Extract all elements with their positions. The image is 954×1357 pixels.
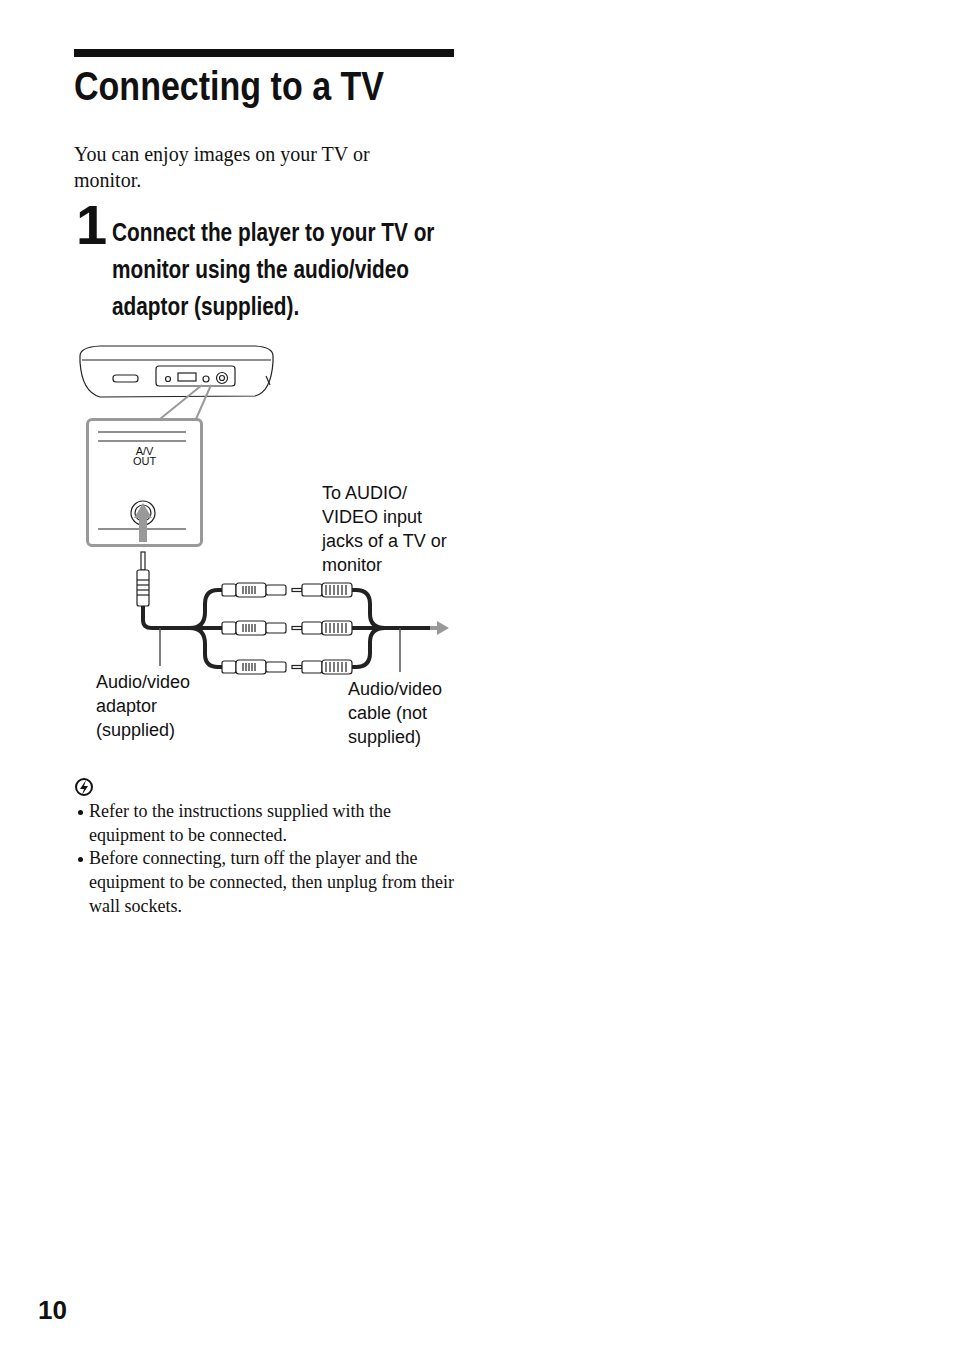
jack-sleeve bbox=[266, 623, 286, 633]
plug-rib bbox=[329, 585, 330, 595]
plug-rib bbox=[345, 623, 346, 633]
player-illustration bbox=[80, 346, 273, 397]
jack-rib bbox=[248, 624, 249, 632]
plug-body bbox=[322, 660, 352, 674]
plug-rib bbox=[345, 662, 346, 672]
plug-rib bbox=[341, 662, 342, 672]
jack-collar bbox=[222, 661, 236, 673]
jack-rib bbox=[248, 663, 249, 671]
jack-rib bbox=[242, 624, 243, 632]
callout-box: A/V OUT bbox=[86, 418, 203, 547]
bullet bbox=[78, 857, 83, 862]
plug-rib bbox=[329, 662, 330, 672]
jack-rib bbox=[245, 586, 246, 594]
page-title: Connecting to a TV bbox=[74, 62, 384, 110]
rca-jacks bbox=[222, 583, 286, 674]
jack-collar bbox=[222, 584, 236, 596]
title-rule bbox=[74, 49, 454, 57]
zoom-lines bbox=[160, 385, 211, 419]
jack-body bbox=[236, 583, 266, 597]
jack-collar bbox=[222, 622, 236, 634]
plug-body bbox=[322, 621, 352, 635]
plug-rib bbox=[345, 585, 346, 595]
av-cable bbox=[352, 590, 430, 667]
jack-rib bbox=[248, 586, 249, 594]
note-text: Refer to the instructions supplied with … bbox=[89, 799, 454, 847]
plug-rib bbox=[325, 623, 326, 633]
adaptor-cord bbox=[143, 590, 222, 667]
plug-rib bbox=[341, 585, 342, 595]
rca-plugs bbox=[292, 583, 352, 674]
plug-pin bbox=[292, 589, 302, 592]
jack-rib bbox=[242, 586, 243, 594]
plug-pin bbox=[292, 627, 302, 630]
continue-arrow bbox=[430, 621, 449, 635]
port-label: A/V OUT bbox=[89, 446, 200, 466]
step-heading: Connect the player to your TV or monitor… bbox=[112, 214, 456, 325]
jack-sleeve bbox=[266, 662, 286, 672]
plug-body bbox=[322, 583, 352, 597]
jack-rib bbox=[245, 663, 246, 671]
jack-rib bbox=[251, 624, 252, 632]
plug-rib bbox=[333, 662, 334, 672]
jack-sleeve bbox=[266, 585, 286, 595]
plug-shell bbox=[302, 584, 322, 596]
jack-rib bbox=[254, 663, 255, 671]
page-number: 10 bbox=[38, 1295, 98, 1325]
plug-shell bbox=[302, 622, 322, 634]
jack-rib bbox=[245, 624, 246, 632]
intro-text: You can enjoy images on your TV or monit… bbox=[74, 141, 424, 193]
jack-rib bbox=[251, 586, 252, 594]
bullet bbox=[78, 810, 83, 815]
plug-shell bbox=[302, 661, 322, 673]
plug-rib bbox=[341, 623, 342, 633]
callout-label: Audio/video adaptor (supplied) bbox=[96, 670, 208, 742]
jack-rib bbox=[254, 586, 255, 594]
jack-body bbox=[236, 621, 266, 635]
jack-rib bbox=[254, 624, 255, 632]
mini-plug bbox=[137, 552, 149, 606]
plug-rib bbox=[325, 662, 326, 672]
plug-rib bbox=[329, 623, 330, 633]
plug-rib bbox=[333, 623, 334, 633]
note-text: Before connecting, turn off the player a… bbox=[89, 846, 454, 918]
plug-rib bbox=[337, 585, 338, 595]
note-icon bbox=[76, 779, 92, 795]
insert-arrow bbox=[134, 503, 152, 542]
plug-rib bbox=[337, 623, 338, 633]
plug-rib bbox=[333, 585, 334, 595]
jack-body bbox=[236, 660, 266, 674]
plug-rib bbox=[337, 662, 338, 672]
plug-pin bbox=[292, 666, 302, 669]
leader-lines bbox=[160, 628, 400, 672]
jack-rib bbox=[242, 663, 243, 671]
jack-rib bbox=[251, 663, 252, 671]
step-number: 1 bbox=[76, 196, 116, 254]
callout-label: To AUDIO/ VIDEO input jacks of a TV or m… bbox=[322, 481, 450, 577]
plug-rib bbox=[325, 585, 326, 595]
callout-label: Audio/video cable (not supplied) bbox=[348, 677, 460, 749]
